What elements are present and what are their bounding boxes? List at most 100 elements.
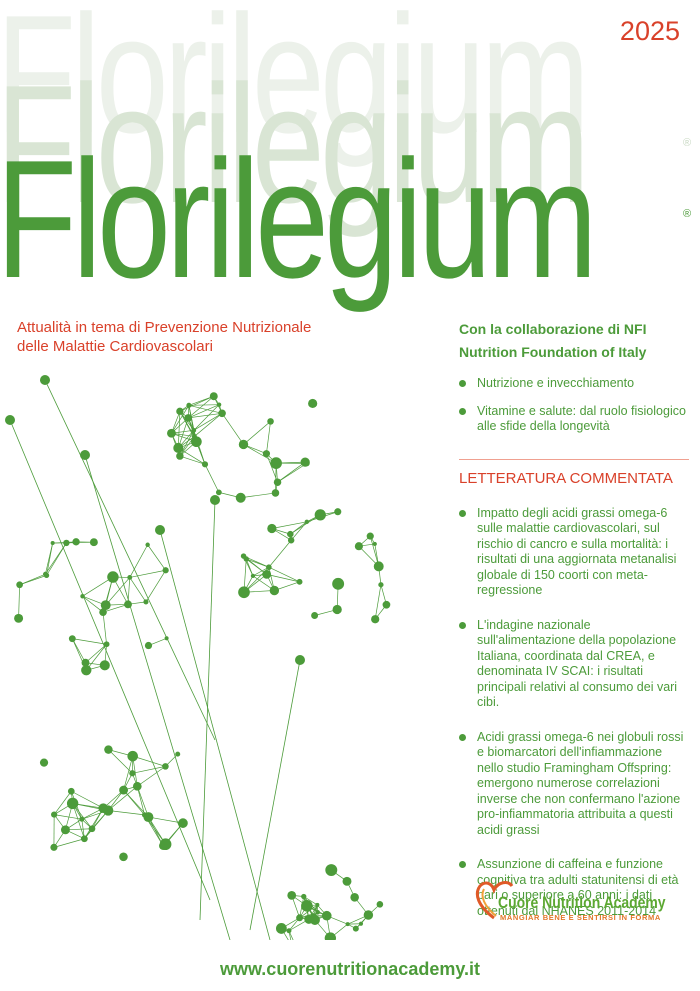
network-node	[311, 612, 319, 619]
network-edge	[145, 570, 166, 603]
network-node	[301, 900, 313, 912]
network-node	[119, 785, 129, 795]
network-node	[43, 571, 48, 577]
cuore-nutrition-academy-logo: Cuore Nutrition Academy MANGIAR BENE E S…	[474, 878, 694, 923]
network-edge	[290, 514, 321, 535]
network-node	[67, 787, 75, 795]
network-node	[304, 519, 310, 525]
network-node	[287, 530, 294, 538]
network-edge	[277, 463, 307, 483]
network-node	[332, 604, 342, 615]
network-node	[315, 910, 321, 915]
network-edge	[108, 810, 145, 816]
network-node	[296, 578, 303, 585]
network-edge	[188, 412, 223, 419]
network-node	[80, 450, 90, 460]
network-node	[267, 523, 277, 534]
network-node	[191, 433, 197, 439]
network-edge	[188, 404, 220, 419]
network-node	[99, 608, 107, 616]
network-node	[366, 532, 374, 540]
nfi-item: Nutrizione e invecchiamento	[459, 376, 689, 392]
network-node	[99, 660, 110, 671]
network-node	[50, 541, 55, 546]
logo-name: Cuore Nutrition Academy	[498, 893, 666, 912]
network-edge	[18, 584, 20, 619]
registered-mark: ®	[683, 208, 692, 220]
network-edge	[136, 786, 145, 815]
network-node	[209, 392, 218, 401]
network-edge	[72, 638, 107, 645]
network-node	[145, 542, 150, 547]
network-edge	[268, 539, 292, 568]
network-node	[201, 461, 209, 468]
network-node	[286, 928, 292, 934]
network-clover-illustration	[5, 375, 391, 940]
network-node	[50, 843, 58, 851]
network-edge	[108, 749, 133, 774]
network-edge	[85, 643, 107, 664]
collaboration-line: Con la collaborazione di NFI	[459, 321, 647, 337]
network-node	[314, 509, 326, 521]
network-edge	[193, 412, 223, 431]
heart-logo-icon	[475, 881, 514, 920]
main-title: Florilegium	[0, 125, 598, 313]
network-node	[271, 489, 280, 497]
network-node	[325, 864, 338, 877]
network-node	[129, 770, 136, 777]
network-node	[350, 893, 359, 902]
network-node	[167, 428, 176, 438]
network-stem	[249, 659, 301, 931]
network-node	[184, 414, 193, 422]
network-edge	[179, 430, 195, 457]
network-edge	[137, 766, 166, 787]
network-edge	[19, 573, 46, 586]
logo-tagline: MANGIAR BENE E SENTIRSI IN FORMA	[500, 913, 661, 922]
network-node	[89, 538, 98, 547]
network-node	[79, 816, 85, 822]
network-stem	[44, 379, 216, 741]
network-edge	[129, 569, 166, 578]
network-node	[5, 415, 15, 425]
network-node	[324, 932, 337, 940]
nfi-item: Vitamine e salute: dal ruolo fisiologico…	[459, 404, 689, 435]
subtitle-line: Attualità in tema di Prevenzione Nutrizi…	[17, 319, 312, 336]
network-node	[296, 914, 304, 922]
network-edge	[45, 542, 67, 575]
network-node	[103, 641, 110, 648]
network-node	[262, 569, 272, 579]
network-edge	[179, 411, 195, 437]
network-node	[303, 460, 310, 467]
network-node	[14, 613, 24, 623]
network-edge	[188, 404, 223, 414]
network-node	[287, 890, 297, 900]
network-node	[250, 573, 256, 578]
network-edge	[240, 492, 276, 499]
network-node	[332, 577, 345, 590]
network-edge	[252, 566, 270, 577]
network-node	[16, 581, 23, 589]
network-node	[107, 571, 119, 583]
network-node	[66, 797, 79, 810]
network-edge	[177, 411, 181, 448]
network-edge	[53, 838, 85, 848]
network-node	[378, 582, 384, 588]
network-node	[72, 538, 80, 546]
network-edge	[188, 395, 214, 419]
network-node	[104, 745, 113, 754]
network-edge	[179, 455, 206, 465]
registered-mark: ®	[683, 137, 692, 149]
network-edge	[204, 464, 220, 493]
network-stem	[159, 529, 271, 940]
article-item: Acidi grassi omega-6 nei globuli rossi e…	[459, 730, 689, 839]
network-node	[240, 553, 247, 559]
network-node	[80, 835, 88, 843]
network-edge	[82, 576, 114, 597]
network-node	[176, 407, 184, 415]
network-node	[287, 537, 295, 544]
network-edge	[132, 755, 166, 767]
network-node	[81, 665, 92, 676]
website-link[interactable]: www.cuorenutritionacademy.it	[219, 959, 481, 979]
network-node	[352, 925, 359, 932]
network-node	[345, 922, 350, 927]
